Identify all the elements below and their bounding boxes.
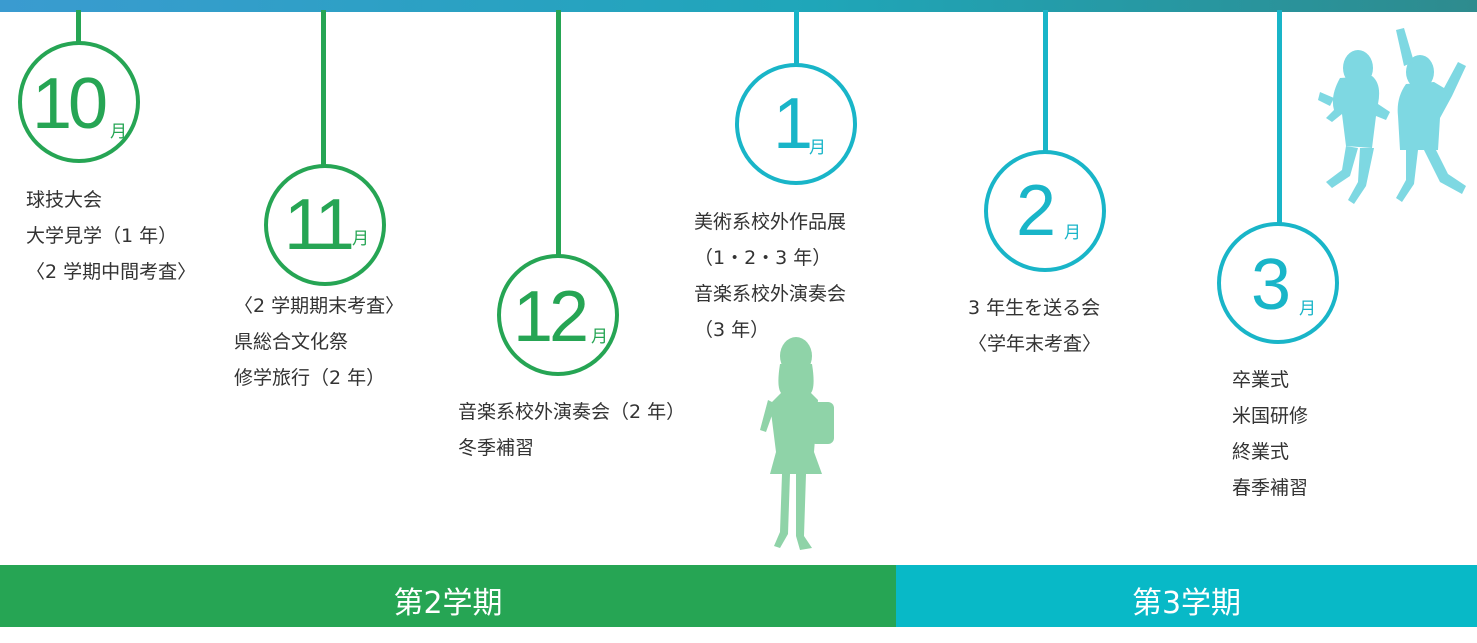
- event-list-feb: 3 年生を送る会 〈学年末考査〉: [968, 290, 1101, 362]
- month-number: 1: [773, 84, 813, 164]
- stem-nov: [321, 10, 326, 168]
- event-item: 米国研修: [1232, 405, 1309, 427]
- event-list-dec: 音楽系校外演奏会（2 年） 冬季補習: [458, 394, 685, 466]
- month-circle-nov: 11 月: [264, 164, 386, 286]
- event-list-oct: 球技大会 大学見学（1 年） 〈2 学期中間考査〉: [26, 182, 196, 290]
- month-circle-mar: 3 月: [1217, 222, 1339, 344]
- term-bar-second: 第2学期: [0, 565, 896, 627]
- month-number: 12: [513, 277, 589, 357]
- month-circle-feb: 2 月: [984, 150, 1106, 272]
- month-unit: 月: [1064, 223, 1081, 243]
- event-item: （1・2・3 年）: [694, 247, 832, 269]
- event-list-jan: 美術系校外作品展 （1・2・3 年） 音楽系校外演奏会 （3 年）: [694, 204, 846, 348]
- month-number: 11: [284, 185, 355, 265]
- month-unit: 月: [110, 122, 127, 142]
- event-item: （3 年）: [694, 319, 770, 341]
- month-circle-dec: 12 月: [497, 254, 619, 376]
- event-item: 卒業式: [1232, 369, 1290, 391]
- stem-jan: [794, 10, 799, 66]
- event-item: 大学見学（1 年）: [26, 225, 178, 247]
- stem-dec: [556, 10, 561, 258]
- event-item: 美術系校外作品展: [694, 211, 847, 233]
- event-item: 修学旅行（2 年）: [234, 367, 386, 389]
- month-circle-jan: 1 月: [735, 63, 857, 185]
- event-item: 春季補習: [1232, 477, 1309, 499]
- jumping-students-silhouette-illustration: [1318, 28, 1466, 204]
- event-item: 球技大会: [26, 189, 103, 211]
- stem-mar: [1277, 10, 1282, 225]
- event-item: 〈2 学期期末考査〉: [234, 295, 405, 317]
- month-unit: 月: [1299, 299, 1316, 319]
- month-unit: 月: [352, 229, 369, 249]
- month-unit: 月: [809, 138, 826, 158]
- stem-feb: [1043, 10, 1048, 153]
- event-item: 音楽系校外演奏会: [694, 283, 847, 305]
- event-item: 〈学年末考査〉: [968, 333, 1102, 355]
- event-item: 冬季補習: [458, 437, 535, 459]
- month-number: 3: [1251, 245, 1291, 325]
- event-item: 〈2 学期中間考査〉: [26, 261, 197, 283]
- event-item: 3 年生を送る会: [968, 297, 1101, 319]
- student-silhouette-illustration: [760, 337, 834, 550]
- month-unit: 月: [591, 327, 608, 347]
- timeline-top-line: [0, 0, 1477, 12]
- event-list-nov: 〈2 学期期末考査〉 県総合文化祭 修学旅行（2 年）: [234, 288, 404, 396]
- month-number: 10: [32, 64, 108, 144]
- event-list-mar: 卒業式 米国研修 終業式 春季補習: [1232, 362, 1308, 506]
- term-bar-third: 第3学期: [896, 565, 1477, 627]
- event-item: 終業式: [1232, 441, 1290, 463]
- event-item: 県総合文化祭: [234, 331, 349, 353]
- stem-oct: [76, 10, 81, 46]
- month-circle-oct: 10 月: [18, 41, 140, 163]
- month-number: 2: [1016, 171, 1056, 251]
- event-item: 音楽系校外演奏会（2 年）: [458, 401, 686, 423]
